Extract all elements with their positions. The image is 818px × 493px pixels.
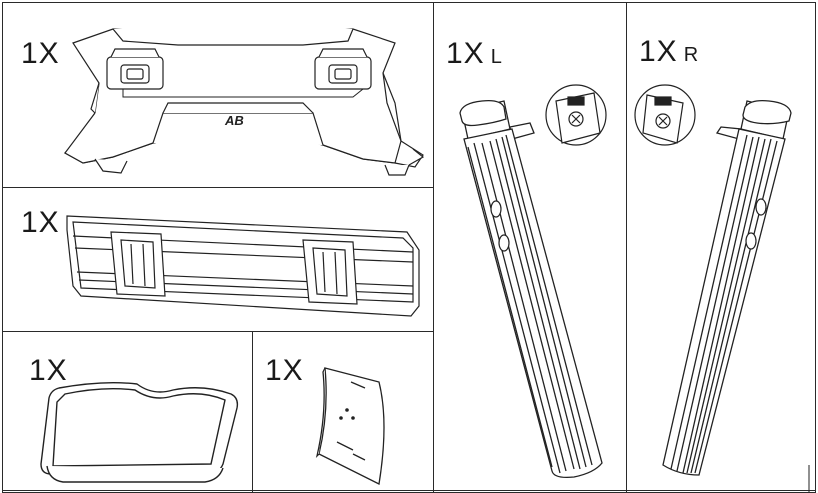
base-drawing: AB (64, 28, 425, 176)
plate-holes (339, 408, 355, 420)
screw-detail-right-icon (634, 84, 696, 146)
panel-base: 1X AB (2, 2, 434, 188)
plate-drawing (315, 367, 385, 485)
side-right: R (683, 44, 700, 66)
bracket-right-plate (302, 239, 358, 305)
qty-label-plate: 1X (265, 354, 304, 387)
post-right-drawing (634, 84, 810, 492)
post-left-drawing (459, 84, 607, 479)
panel-tray: 1X (2, 331, 253, 493)
panel-plate: 1X (252, 331, 434, 493)
right-clamp-icon (314, 48, 372, 90)
screw-detail-left-icon (545, 84, 607, 146)
bracket-left-plate (110, 231, 166, 297)
base-logo: AB (224, 113, 244, 128)
sheet-border-bottom (2, 490, 816, 491)
qty-label-tray: 1X (29, 354, 68, 387)
left-clamp-icon (106, 48, 164, 90)
panel-bracket: 1X (2, 187, 434, 332)
qty-post-right: 1X (639, 35, 678, 68)
qty-label-base: 1X (21, 37, 60, 70)
side-left: L (490, 46, 503, 68)
bracket-drawing (66, 215, 420, 317)
qty-label-bracket: 1X (21, 206, 60, 239)
post-left-holes (490, 200, 510, 252)
qty-post-left: 1X (446, 37, 485, 70)
post-right-holes (745, 198, 767, 250)
tray-drawing (40, 381, 239, 483)
